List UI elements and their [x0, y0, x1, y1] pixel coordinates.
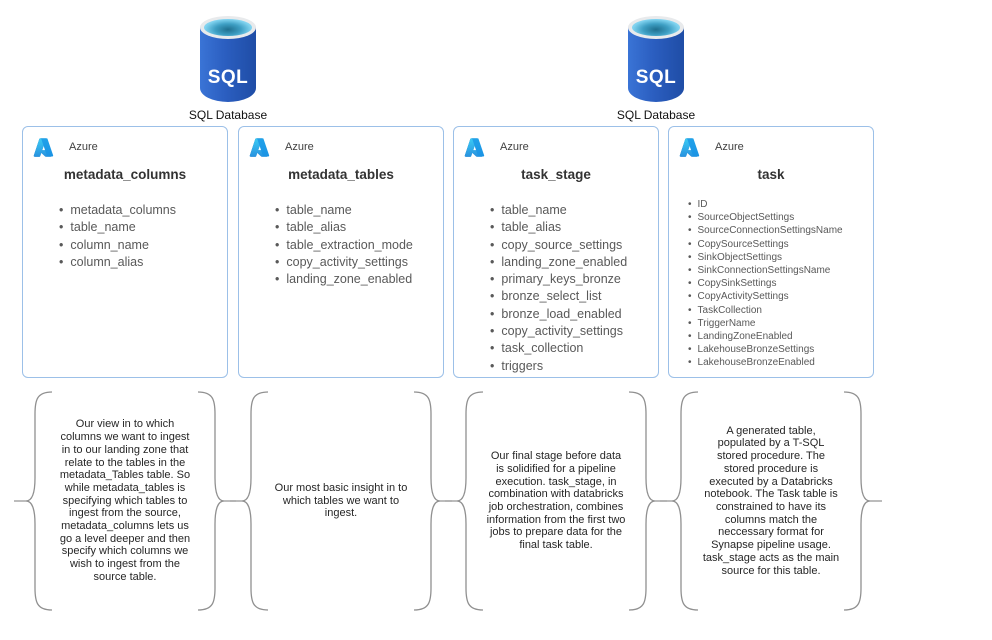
azure-icon — [679, 137, 700, 157]
callout-task: A generated table, populated by a T-SQL … — [659, 390, 883, 612]
vendor-label: Azure — [69, 141, 98, 153]
column-item: triggers — [490, 358, 648, 375]
left-brace-icon — [445, 391, 484, 611]
cylinder-rim — [628, 16, 684, 39]
column-item: LakehouseBronzeSettings — [688, 343, 863, 356]
left-brace-icon — [660, 391, 699, 611]
cylinder-body: SQL — [628, 27, 684, 102]
column-item: LandingZoneEnabled — [688, 330, 863, 343]
column-item: metadata_columns — [59, 202, 217, 219]
column-item: task_collection — [490, 340, 648, 357]
column-item: bronze_select_list — [490, 288, 648, 305]
callout-task-stage: Our final stage before data is solidifie… — [444, 390, 668, 612]
sql-database-label: SQL Database — [188, 108, 268, 122]
callout-text: Our view in to which columns we want to … — [59, 418, 191, 583]
column-list: metadata_columnstable_namecolumn_namecol… — [33, 202, 217, 271]
column-item: landing_zone_enabled — [275, 271, 433, 288]
table-title: task_stage — [521, 167, 591, 182]
sql-database-group-1: SQL SQL Database — [168, 16, 288, 122]
sql-database-icon: SQL — [628, 16, 684, 104]
column-list: table_nametable_aliastable_extraction_mo… — [249, 202, 433, 288]
vendor-label: Azure — [500, 141, 529, 153]
column-item: table_alias — [490, 219, 648, 236]
card-header: Azure — [464, 135, 648, 159]
column-item: column_name — [59, 237, 217, 254]
entity-card-task-stage: Azure task_stage table_nametable_aliasco… — [453, 126, 659, 378]
card-header: Azure — [679, 135, 863, 159]
cylinder-water — [204, 19, 252, 36]
callout-text: A generated table, populated by a T-SQL … — [702, 424, 840, 577]
column-item: TriggerName — [688, 317, 863, 330]
column-item: CopySinkSettings — [688, 277, 863, 290]
sql-icon-text: SQL — [207, 67, 249, 88]
table-title: task — [757, 167, 785, 182]
vendor-label: Azure — [285, 141, 314, 153]
callout-text: Our most basic insight in to which table… — [274, 481, 408, 520]
column-item: SourceObjectSettings — [688, 211, 863, 224]
azure-icon — [249, 137, 270, 157]
column-item: LakehouseBronzeEnabled — [688, 356, 863, 369]
column-list: table_nametable_aliascopy_source_setting… — [464, 202, 648, 375]
callout-metadata-columns: Our view in to which columns we want to … — [13, 390, 237, 612]
sql-database-label: SQL Database — [616, 108, 696, 122]
card-header: Azure — [33, 135, 217, 159]
column-item: column_alias — [59, 254, 217, 271]
sql-database-group-2: SQL SQL Database — [596, 16, 716, 122]
table-title: metadata_columns — [63, 167, 187, 182]
sql-database-icon: SQL — [200, 16, 256, 104]
left-brace-icon — [230, 391, 269, 611]
column-item: table_name — [490, 202, 648, 219]
column-item: table_extraction_mode — [275, 237, 433, 254]
column-item: primary_keys_bronze — [490, 271, 648, 288]
vendor-label: Azure — [715, 141, 744, 153]
column-item: SinkConnectionSettingsName — [688, 264, 863, 277]
right-brace-icon — [843, 391, 882, 611]
sql-icon-text: SQL — [635, 67, 677, 88]
column-item: table_name — [275, 202, 433, 219]
column-item: TaskCollection — [688, 304, 863, 317]
column-item: ID — [688, 198, 863, 211]
table-title: metadata_tables — [288, 167, 394, 182]
column-item: copy_source_settings — [490, 237, 648, 254]
callout-text: Our final stage before data is solidifie… — [486, 450, 626, 552]
column-item: table_alias — [275, 219, 433, 236]
column-item: SourceConnectionSettingsName — [688, 224, 863, 237]
entity-card-metadata-columns: Azure metadata_columns metadata_columnst… — [22, 126, 228, 378]
cylinder-water — [632, 19, 680, 36]
azure-icon — [33, 137, 54, 157]
column-item: copy_activity_settings — [490, 323, 648, 340]
column-item: bronze_load_enabled — [490, 306, 648, 323]
column-item: landing_zone_enabled — [490, 254, 648, 271]
column-list: IDSourceObjectSettingsSourceConnectionSe… — [679, 198, 863, 370]
entity-card-metadata-tables: Azure metadata_tables table_nametable_al… — [238, 126, 444, 378]
cylinder-body: SQL — [200, 27, 256, 102]
column-item: CopyActivitySettings — [688, 290, 863, 303]
callout-metadata-tables: Our most basic insight in to which table… — [229, 390, 453, 612]
column-item: CopySourceSettings — [688, 238, 863, 251]
entity-card-task: Azure task IDSourceObjectSettingsSourceC… — [668, 126, 874, 378]
column-item: table_name — [59, 219, 217, 236]
cylinder-rim — [200, 16, 256, 39]
column-item: copy_activity_settings — [275, 254, 433, 271]
card-header: Azure — [249, 135, 433, 159]
azure-icon — [464, 137, 485, 157]
column-item: SinkObjectSettings — [688, 251, 863, 264]
left-brace-icon — [14, 391, 53, 611]
